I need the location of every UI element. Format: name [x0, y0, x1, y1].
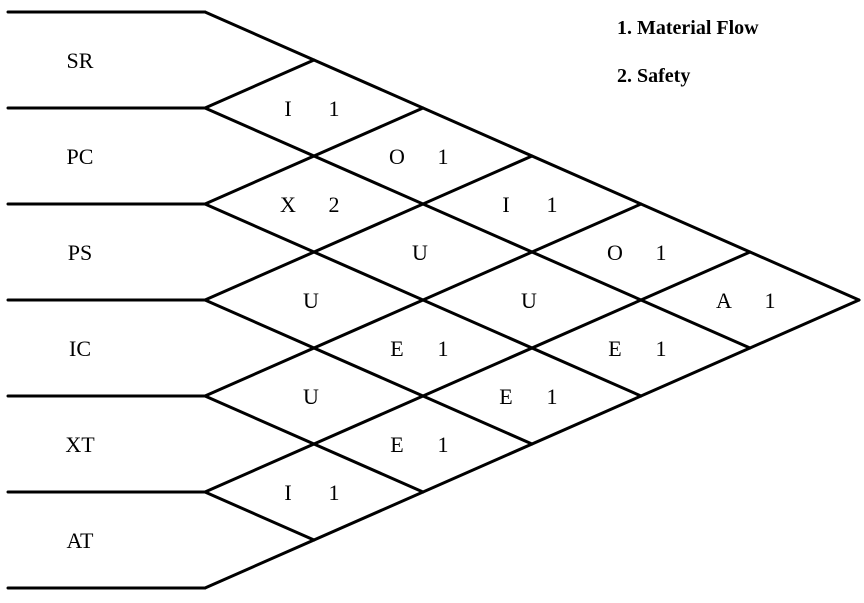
reason-code: 1 [765, 288, 776, 313]
grid-lines [6, 10, 861, 590]
closeness-code: O [607, 240, 623, 265]
closeness-code: I [284, 480, 291, 505]
diagonal-line [203, 106, 752, 350]
reason-code: 1 [656, 336, 667, 361]
closeness-code: I [284, 96, 291, 121]
closeness-code: U [412, 240, 428, 265]
reason-code: 2 [329, 192, 340, 217]
closeness-code: E [390, 336, 403, 361]
closeness-code: E [390, 432, 403, 457]
closeness-code: E [608, 336, 621, 361]
diagonal-line [203, 154, 534, 302]
relationship-cell-pc-xt: U [521, 288, 537, 313]
diagonal-line [203, 250, 752, 494]
department-label-at: AT [67, 528, 94, 553]
closeness-code: O [389, 144, 405, 169]
diagonal-line [203, 202, 643, 398]
reason-code: 1 [329, 480, 340, 505]
reason-code: 1 [656, 240, 667, 265]
relationship-cell-ic-xt: U [303, 384, 319, 409]
legend-item-material-flow: 1. Material Flow [617, 17, 759, 39]
department-label-sr: SR [67, 48, 94, 73]
department-label-pc: PC [67, 144, 94, 169]
department-label-xt: XT [65, 432, 95, 457]
reason-code: 1 [438, 432, 449, 457]
closeness-code: U [303, 288, 319, 313]
closeness-code: U [303, 384, 319, 409]
diagonal-line [203, 298, 534, 446]
reason-code: 1 [547, 192, 558, 217]
diagonal-line [203, 58, 316, 110]
closeness-code: I [502, 192, 509, 217]
department-label-ic: IC [69, 336, 91, 361]
relationship-cell-ps-ic: U [303, 288, 319, 313]
legend: 1. Material Flow 2. Safety [617, 17, 759, 87]
reason-code: 1 [438, 336, 449, 361]
reason-code: 1 [329, 96, 340, 121]
department-label-ps: PS [68, 240, 92, 265]
diagonal-line [203, 490, 316, 542]
closeness-code: U [521, 288, 537, 313]
reason-code: 1 [438, 144, 449, 169]
reason-code: 1 [547, 384, 558, 409]
closeness-code: A [716, 288, 732, 313]
department-labels: SR PC PS IC XT AT [65, 48, 95, 553]
relationship-cell-pc-ic: U [412, 240, 428, 265]
legend-item-safety: 2. Safety [617, 65, 690, 87]
closeness-code: E [499, 384, 512, 409]
diagonal-line [203, 106, 425, 206]
closeness-code: X [280, 192, 296, 217]
